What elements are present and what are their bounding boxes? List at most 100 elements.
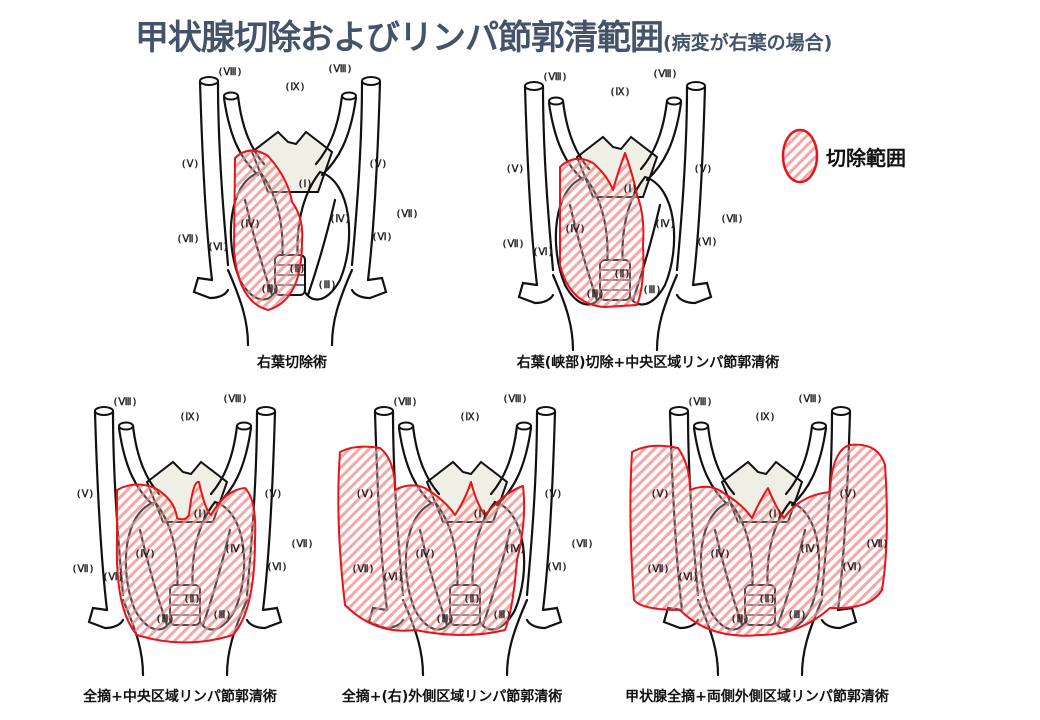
clavicle-branch	[675, 281, 713, 305]
caption-panel-3: 全摘+中央区域リンパ節郭清術	[83, 689, 277, 705]
level-label-vi: (Ⅵ)	[266, 562, 287, 573]
level-label-iv: (Ⅳ)	[239, 219, 260, 230]
level-label-viii: (Ⅷ)	[502, 394, 527, 405]
resection-area	[337, 445, 526, 636]
level-label-vii: (Ⅶ)	[290, 539, 313, 550]
resection-area	[115, 480, 257, 644]
level-label-iii: (Ⅲ)	[493, 610, 512, 621]
jugular-vein	[261, 410, 277, 612]
clavicle-branch	[245, 606, 283, 630]
level-label-vii: (Ⅶ)	[865, 539, 888, 550]
level-label-iv: (Ⅳ)	[329, 214, 350, 225]
level-label-viii: (Ⅷ)	[327, 64, 352, 75]
level-label-viii: (Ⅷ)	[542, 72, 567, 83]
level-label-v: (Ⅴ)	[369, 159, 388, 170]
level-label-viii: (Ⅷ)	[687, 397, 712, 408]
level-label-vi: (Ⅵ)	[371, 232, 392, 243]
level-label-ii: (Ⅱ)	[464, 594, 481, 605]
neck-outline	[551, 273, 575, 352]
level-label-vii: (Ⅶ)	[395, 209, 418, 220]
level-label-vii: (Ⅶ)	[646, 564, 669, 575]
level-label-ii: (Ⅱ)	[289, 264, 306, 275]
level-label-iii: (Ⅲ)	[213, 610, 232, 621]
level-label-v: (Ⅴ)	[506, 164, 525, 175]
level-label-v: (Ⅴ)	[76, 489, 95, 500]
level-label-i: (Ⅰ)	[768, 509, 783, 520]
clavicle-branch	[350, 276, 388, 300]
level-label-v: (Ⅴ)	[181, 159, 200, 170]
legend-label: 切除範囲	[826, 146, 906, 170]
level-label-iv: (Ⅳ)	[799, 544, 820, 555]
level-label-v: (Ⅴ)	[264, 489, 283, 500]
level-label-vi: (Ⅵ)	[696, 237, 717, 248]
neck-diagram-panel-4: (Ⅷ)(Ⅷ)(Ⅸ)(Ⅴ)(Ⅴ)(Ⅰ)(Ⅳ)(Ⅳ)(Ⅶ)(Ⅶ)(Ⅵ)(Ⅵ)(Ⅱ)(…	[337, 394, 594, 677]
level-label-viii: (Ⅷ)	[217, 67, 242, 78]
clavicle-branch	[192, 276, 230, 300]
caption-panel-1: 右葉切除術	[257, 355, 327, 371]
neck-diagram-panel-5: (Ⅷ)(Ⅷ)(Ⅸ)(Ⅴ)(Ⅴ)(Ⅰ)(Ⅳ)(Ⅳ)(Ⅶ)(Ⅶ)(Ⅵ)(Ⅵ)(Ⅱ)(…	[629, 394, 889, 677]
neck-diagram-panel-2: (Ⅷ)(Ⅷ)(Ⅸ)(Ⅴ)(Ⅴ)(Ⅰ)(Ⅳ)(Ⅳ)(Ⅶ)(Ⅶ)(Ⅵ)(Ⅵ)(Ⅱ)(…	[501, 69, 744, 352]
resection-area	[559, 152, 645, 308]
resection-area	[629, 443, 888, 637]
level-label-iv: (Ⅳ)	[504, 544, 525, 555]
level-label-ix: (Ⅸ)	[609, 87, 630, 98]
level-label-vi: (Ⅵ)	[382, 572, 403, 583]
jugular-vein	[93, 410, 109, 612]
clavicle-branch	[525, 606, 563, 630]
level-label-vi: (Ⅵ)	[207, 242, 228, 253]
level-label-vii: (Ⅶ)	[71, 564, 94, 575]
level-label-ii: (Ⅱ)	[759, 594, 776, 605]
level-label-iv: (Ⅳ)	[654, 219, 675, 230]
level-label-v: (Ⅴ)	[544, 489, 563, 500]
level-label-v: (Ⅴ)	[694, 164, 713, 175]
neck-diagram-panel-3: (Ⅷ)(Ⅷ)(Ⅸ)(Ⅴ)(Ⅴ)(Ⅰ)(Ⅳ)(Ⅳ)(Ⅶ)(Ⅶ)(Ⅵ)(Ⅵ)(Ⅱ)(…	[71, 394, 314, 677]
title-sub: (病変が右葉の場合)	[663, 32, 833, 54]
title-main: 甲状腺切除およびリンパ節郭清範囲	[135, 18, 664, 58]
level-label-iii: (Ⅲ)	[586, 289, 605, 300]
caption-panel-4: 全摘+(右)外側区域リンパ節郭清術	[341, 689, 563, 705]
level-label-i: (Ⅰ)	[623, 184, 638, 195]
neck-outline	[226, 268, 250, 347]
neck-outline	[330, 268, 354, 347]
level-label-iv: (Ⅳ)	[709, 549, 730, 560]
level-label-v: (Ⅴ)	[651, 489, 670, 500]
carotid-artery	[790, 426, 828, 507]
page-title: 甲状腺切除およびリンパ節郭清範囲(病変が右葉の場合)	[135, 10, 832, 59]
legend-swatch-icon	[781, 128, 819, 184]
jugular-vein	[198, 80, 214, 282]
level-label-viii: (Ⅷ)	[797, 394, 822, 405]
level-label-i: (Ⅰ)	[473, 509, 488, 520]
neck-diagram-panel-1: (Ⅷ)(Ⅷ)(Ⅸ)(Ⅴ)(Ⅴ)(Ⅰ)(Ⅳ)(Ⅳ)(Ⅶ)(Ⅶ)(Ⅵ)(Ⅵ)(Ⅱ)(…	[176, 64, 419, 347]
clavicle-branch	[517, 281, 555, 305]
level-label-vii: (Ⅶ)	[570, 539, 593, 550]
level-label-i: (Ⅰ)	[298, 179, 313, 190]
level-label-iv: (Ⅳ)	[224, 544, 245, 555]
level-label-iv: (Ⅳ)	[564, 224, 585, 235]
caption-panel-2: 右葉(峡部)切除+中央区域リンパ節郭清術	[516, 355, 780, 371]
level-label-viii: (Ⅷ)	[652, 69, 677, 80]
level-label-vi: (Ⅵ)	[841, 562, 862, 573]
jugular-vein	[523, 85, 539, 287]
level-label-iii: (Ⅲ)	[643, 285, 662, 296]
level-label-iii: (Ⅲ)	[436, 614, 455, 625]
level-label-iii: (Ⅲ)	[261, 284, 280, 295]
jugular-vein	[541, 410, 557, 612]
level-label-vii: (Ⅶ)	[501, 239, 524, 250]
neck-outline	[505, 598, 529, 677]
level-label-ii: (Ⅱ)	[184, 594, 201, 605]
caption-panel-5: 甲状腺全摘+両側外側区域リンパ節郭清術	[625, 689, 889, 705]
resection-area	[233, 149, 304, 311]
neck-outline	[655, 273, 679, 352]
level-label-iii: (Ⅲ)	[731, 614, 750, 625]
jugular-vein	[691, 85, 707, 287]
level-label-iii: (Ⅲ)	[788, 610, 807, 621]
jugular-vein	[366, 80, 382, 282]
level-label-vii: (Ⅶ)	[176, 234, 199, 245]
level-label-iv: (Ⅳ)	[414, 549, 435, 560]
level-label-v: (Ⅴ)	[356, 489, 375, 500]
clavicle-branch	[87, 606, 125, 630]
level-label-iii: (Ⅲ)	[156, 614, 175, 625]
level-label-vi: (Ⅵ)	[102, 572, 123, 583]
level-label-ii: (Ⅱ)	[614, 269, 631, 280]
